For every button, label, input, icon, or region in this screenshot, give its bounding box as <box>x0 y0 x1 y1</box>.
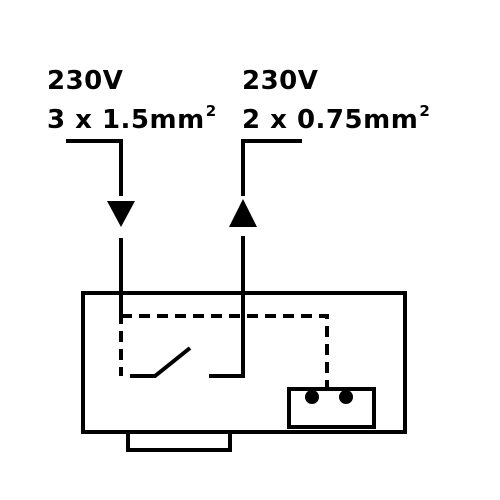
output-cable-label: 230V 2 x 0.75mm2 <box>242 66 430 135</box>
input-cable-label: 230V 3 x 1.5mm2 <box>47 66 217 135</box>
output-cable-spec: 2 x 0.75mm2 <box>242 96 430 135</box>
input-cable-spec: 3 x 1.5mm2 <box>47 96 217 135</box>
output-cable-superscript: 2 <box>419 102 431 120</box>
internal-dashed-loop <box>121 314 329 393</box>
terminal-screw-left <box>305 390 319 404</box>
input-cable-line <box>66 139 123 196</box>
arrow-down-icon <box>107 201 135 227</box>
output-cable-line <box>241 139 302 196</box>
input-voltage: 230V <box>47 66 124 96</box>
output-cable-size: 2 x 0.75mm <box>242 105 419 135</box>
output-voltage: 230V <box>242 66 319 96</box>
input-cable-superscript: 2 <box>205 102 217 120</box>
input-cable-size: 3 x 1.5mm <box>47 105 205 135</box>
terminal-block-icon <box>287 387 376 429</box>
mounting-base <box>126 432 232 452</box>
switch-contact-icon <box>130 346 192 378</box>
arrow-up-icon <box>229 199 257 227</box>
terminal-screw-right <box>339 390 353 404</box>
device-housing <box>81 291 407 434</box>
